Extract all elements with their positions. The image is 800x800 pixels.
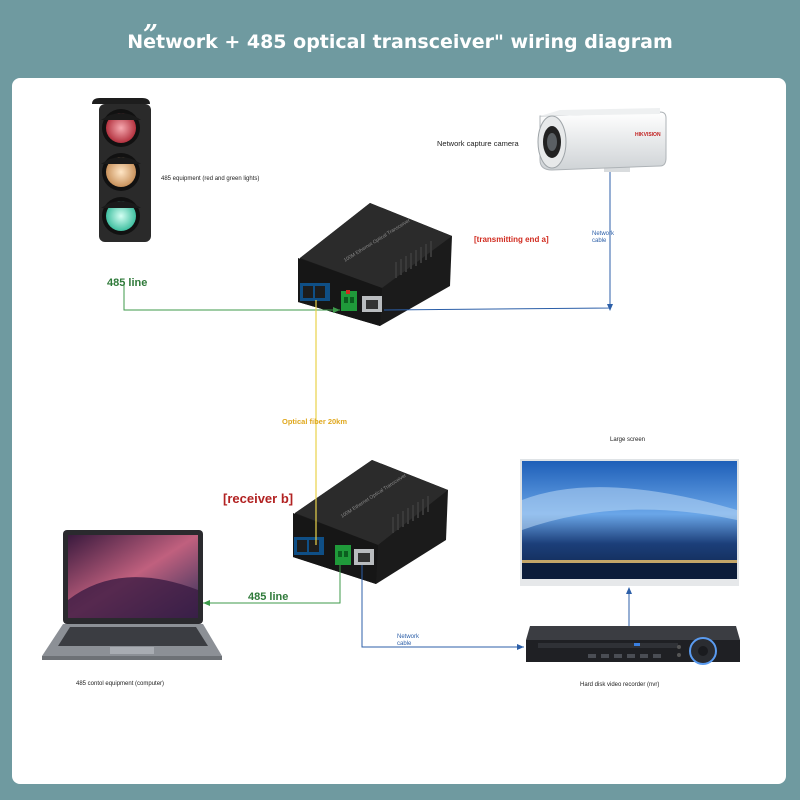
fiber-label: Optical fiber 20km — [282, 417, 348, 426]
traffic-light-label: 485 equipment (red and green lights) — [161, 176, 260, 182]
nvr-recorder-icon — [526, 626, 740, 665]
ip-camera-icon: HIKVISION — [537, 108, 667, 172]
header: ” Network + 485 optical transceiver" wir… — [0, 0, 800, 78]
page-title: Network + 485 optical transceiver" wirin… — [127, 31, 673, 53]
line-485-label-bottom: 485 line — [248, 591, 289, 603]
quote-mark: ” — [143, 20, 158, 50]
receiver-end-label: [receiver b] — [223, 491, 294, 506]
traffic-light-icon — [92, 98, 151, 242]
line-485-top — [123, 283, 340, 311]
nvr-label: Hard disk video recorder (nvr) — [580, 682, 660, 688]
large-screen-label: Large screen — [610, 437, 646, 443]
line-485-label-top: 485 line — [107, 277, 148, 289]
line-485-bottom — [203, 565, 341, 604]
camera-label: Network capture camera — [437, 139, 519, 148]
optical-transceiver-icon: 100M Ethernet Optical Transceiver — [293, 460, 448, 584]
network-cable-label-bottom: Network cable — [397, 634, 420, 647]
optical-transceiver-icon: 100M Ethernet Optical Transceiver — [298, 203, 452, 326]
camera-brand: HIKVISION — [635, 132, 661, 138]
monitor-icon — [520, 459, 739, 586]
network-cable-label-top: Network cable — [592, 231, 615, 244]
transmitting-end-label: [transmitting end a] — [474, 235, 549, 244]
computer-label: 485 contol equipment (computer) — [76, 681, 165, 687]
laptop-icon — [42, 530, 222, 660]
network-cable-bottom — [361, 565, 524, 648]
